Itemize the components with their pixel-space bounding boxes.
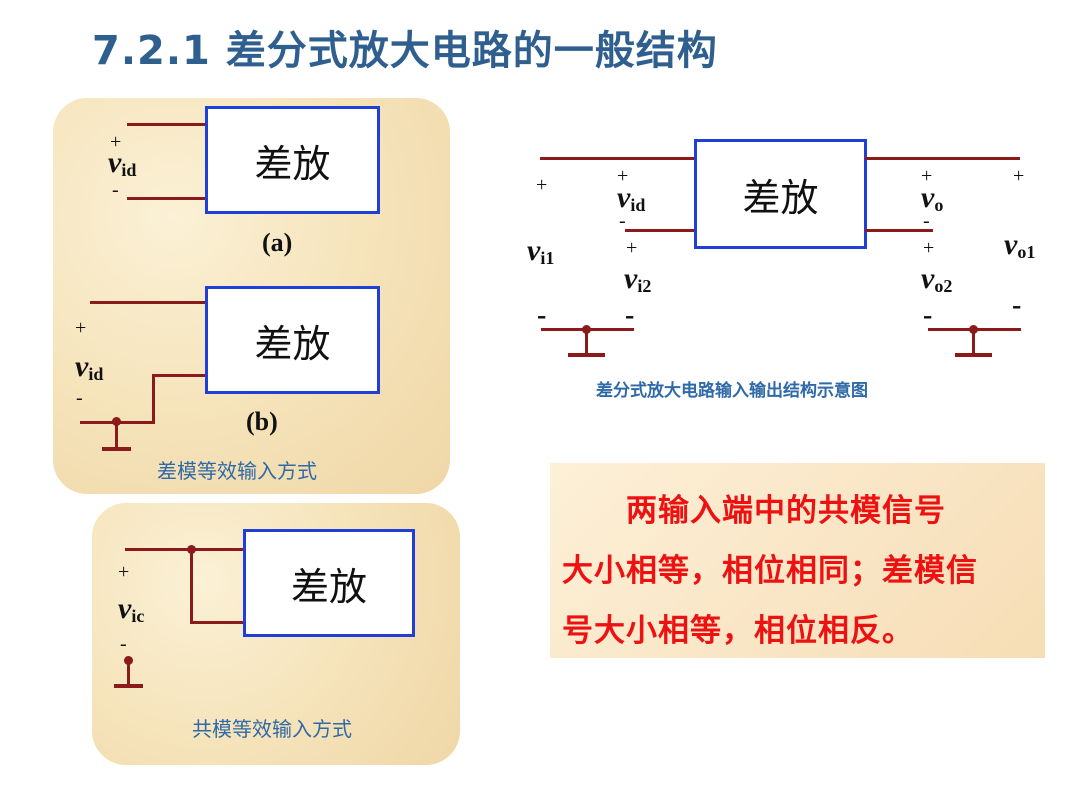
vic-label: vic	[118, 592, 145, 626]
vid-label-io: vid	[617, 181, 646, 215]
ground-stem	[972, 331, 975, 354]
ground-bar	[102, 447, 131, 451]
ground-bar	[955, 353, 992, 357]
wire	[190, 621, 245, 624]
vi2-label: vi2	[624, 262, 652, 296]
vi1-label: vi1	[527, 234, 555, 268]
ground-bar	[114, 684, 143, 688]
label-b: (b)	[246, 407, 278, 436]
wire	[127, 123, 207, 126]
plus-sign: +	[617, 165, 629, 187]
ground-bar	[568, 353, 605, 357]
vid-label-a: vid	[108, 146, 137, 180]
minus-sign: -	[923, 210, 930, 232]
vo1-label: vo1	[1004, 228, 1036, 262]
diff-amp-box-io: 差放	[694, 139, 867, 249]
junction-dot	[969, 325, 978, 334]
diff-amp-box-a: 差放	[205, 106, 380, 214]
vo-label: vo	[921, 181, 944, 215]
note-line-3: 号大小相等，相位相反。	[562, 613, 914, 649]
diff-amp-box-b: 差放	[205, 286, 380, 394]
wire	[865, 229, 933, 232]
junction-dot	[582, 325, 591, 334]
diff-amp-box-c: 差放	[243, 529, 415, 637]
page-title: 7.2.1 差分式放大电路的一般结构	[92, 28, 718, 74]
note-line-2: 大小相等，相位相同；差模信	[562, 553, 978, 589]
plus-sign: +	[118, 561, 130, 583]
common-mode-caption: 共模等效输入方式	[192, 717, 352, 741]
plus-sign: +	[923, 237, 935, 259]
explanation-note: 两输入端中的共模信号 大小相等，相位相同；差模信 号大小相等，相位相反。	[550, 463, 1045, 658]
wire	[90, 301, 207, 304]
plus-sign: +	[1013, 165, 1025, 187]
plus-sign: +	[110, 131, 122, 153]
minus-sign: -	[1012, 290, 1022, 321]
wire	[125, 548, 245, 551]
plus-sign: +	[626, 237, 638, 259]
minus-sign: -	[112, 179, 119, 201]
note-line-1: 两输入端中的共模信号	[626, 493, 946, 529]
wire	[540, 157, 696, 160]
ground-stem	[115, 424, 118, 448]
wire	[127, 197, 207, 200]
minus-sign: -	[625, 300, 635, 331]
wire	[152, 374, 155, 424]
wire	[152, 374, 207, 377]
plus-sign: +	[75, 317, 87, 339]
vid-label-b: vid	[75, 350, 104, 384]
minus-sign: -	[120, 633, 127, 655]
plus-sign: +	[921, 165, 933, 187]
minus-sign: -	[619, 210, 626, 232]
wire	[865, 157, 1020, 160]
junction-dot	[112, 417, 121, 426]
wire	[625, 229, 696, 232]
minus-sign: -	[537, 300, 547, 331]
ground-stem	[585, 331, 588, 354]
label-a: (a)	[262, 228, 293, 257]
wire	[190, 548, 193, 623]
minus-sign: -	[76, 387, 83, 409]
ground-stem	[127, 660, 130, 686]
plus-sign: +	[536, 174, 548, 196]
diff-mode-caption: 差模等效输入方式	[157, 459, 317, 483]
vo2-label: vo2	[921, 262, 953, 296]
minus-sign: -	[923, 300, 933, 331]
io-diagram-caption: 差分式放大电路输入输出结构示意图	[596, 381, 868, 401]
